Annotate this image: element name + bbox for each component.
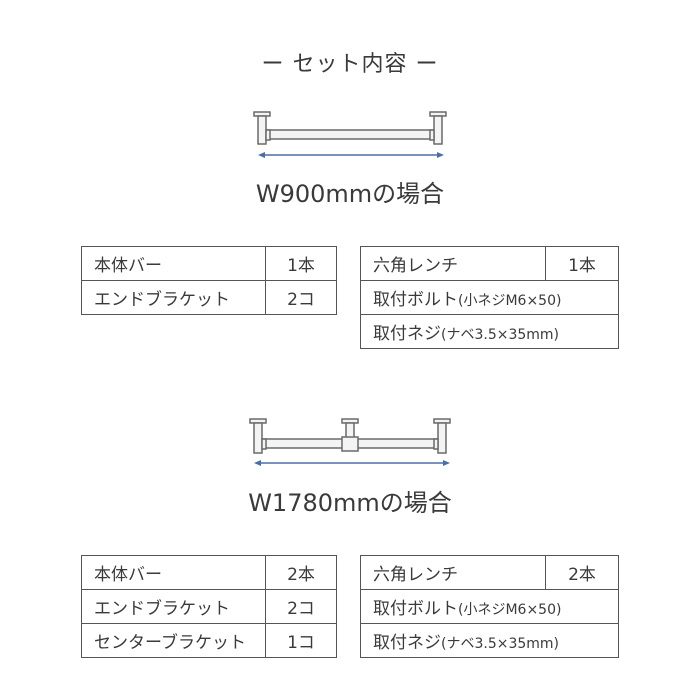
caption-w900: W900mmの場合 [255,180,445,208]
part-qty: 2コ [265,280,337,315]
part-name: センターブラケット [81,623,266,658]
part-name: 本体バー [81,555,266,590]
part-name: エンドブラケット [81,280,266,315]
part-name-with-note: 取付ネジ(ナベ3.5×35mm) [360,314,619,349]
part-qty: 1本 [545,246,619,281]
part-name: 六角レンチ [360,555,546,590]
part-name: 六角レンチ [360,246,546,281]
part-name-with-note: 取付ボルト(小ネジM6×50) [360,280,619,315]
dimension-arrow [258,152,444,158]
part-qty: 2コ [265,589,337,624]
caption-w1780: W1780mmの場合 [248,489,452,517]
part-note: (小ネジM6×50) [458,602,562,618]
table-row: センターブラケット 1コ [81,623,337,658]
table-row: 本体バー 1本 [81,246,337,281]
center-bracket [341,418,359,452]
part-name-with-note: 取付ネジ(ナベ3.5×35mm) [360,623,619,658]
part-name: 取付ボルト [373,290,458,310]
part-name: 取付ネジ [373,633,441,653]
parts-table-w900: 本体バー 1本 エンドブラケット 2コ [81,246,337,315]
part-note: (ナベ3.5×35mm) [441,327,560,343]
part-note: (ナベ3.5×35mm) [441,636,560,652]
page-heading: ー セット内容 ー [261,52,439,77]
part-qty: 1コ [265,623,337,658]
part-name: 本体バー [81,246,266,281]
dimension-arrow [254,460,450,466]
part-name: エンドブラケット [81,589,266,624]
table-row: エンドブラケット 2コ [81,589,337,624]
parts-table-w1780: 本体バー 2本 エンドブラケット 2コ センターブラケット 1コ [81,555,337,658]
part-qty: 1本 [265,246,337,281]
part-note: (小ネジM6×50) [458,293,562,309]
tools-table-w1780: 六角レンチ 2本 取付ボルト(小ネジM6×50) 取付ネジ(ナベ3.5×35mm… [360,555,619,658]
part-qty: 2本 [265,555,337,590]
part-name-with-note: 取付ボルト(小ネジM6×50) [360,589,619,624]
end-bracket-right [429,111,447,145]
table-row: 取付ボルト(小ネジM6×50) [360,589,619,624]
table-row: 取付ネジ(ナベ3.5×35mm) [360,623,619,658]
bar-diagram-w1780 [249,418,451,466]
part-name: 取付ネジ [373,324,441,344]
table-row: 取付ネジ(ナベ3.5×35mm) [360,314,619,349]
table-row: 取付ボルト(小ネジM6×50) [360,280,619,315]
table-row: 六角レンチ 1本 [360,246,619,281]
tools-table-w900: 六角レンチ 1本 取付ボルト(小ネジM6×50) 取付ネジ(ナベ3.5×35mm… [360,246,619,349]
bar-body [261,129,441,140]
end-bracket-right [433,418,451,454]
table-row: 本体バー 2本 [81,555,337,590]
table-row: エンドブラケット 2コ [81,280,337,315]
bar-diagram-w900 [253,111,447,158]
end-bracket-left [249,418,267,454]
table-row: 六角レンチ 2本 [360,555,619,590]
part-name: 取付ボルト [373,599,458,619]
end-bracket-left [253,111,271,145]
part-qty: 2本 [545,555,619,590]
